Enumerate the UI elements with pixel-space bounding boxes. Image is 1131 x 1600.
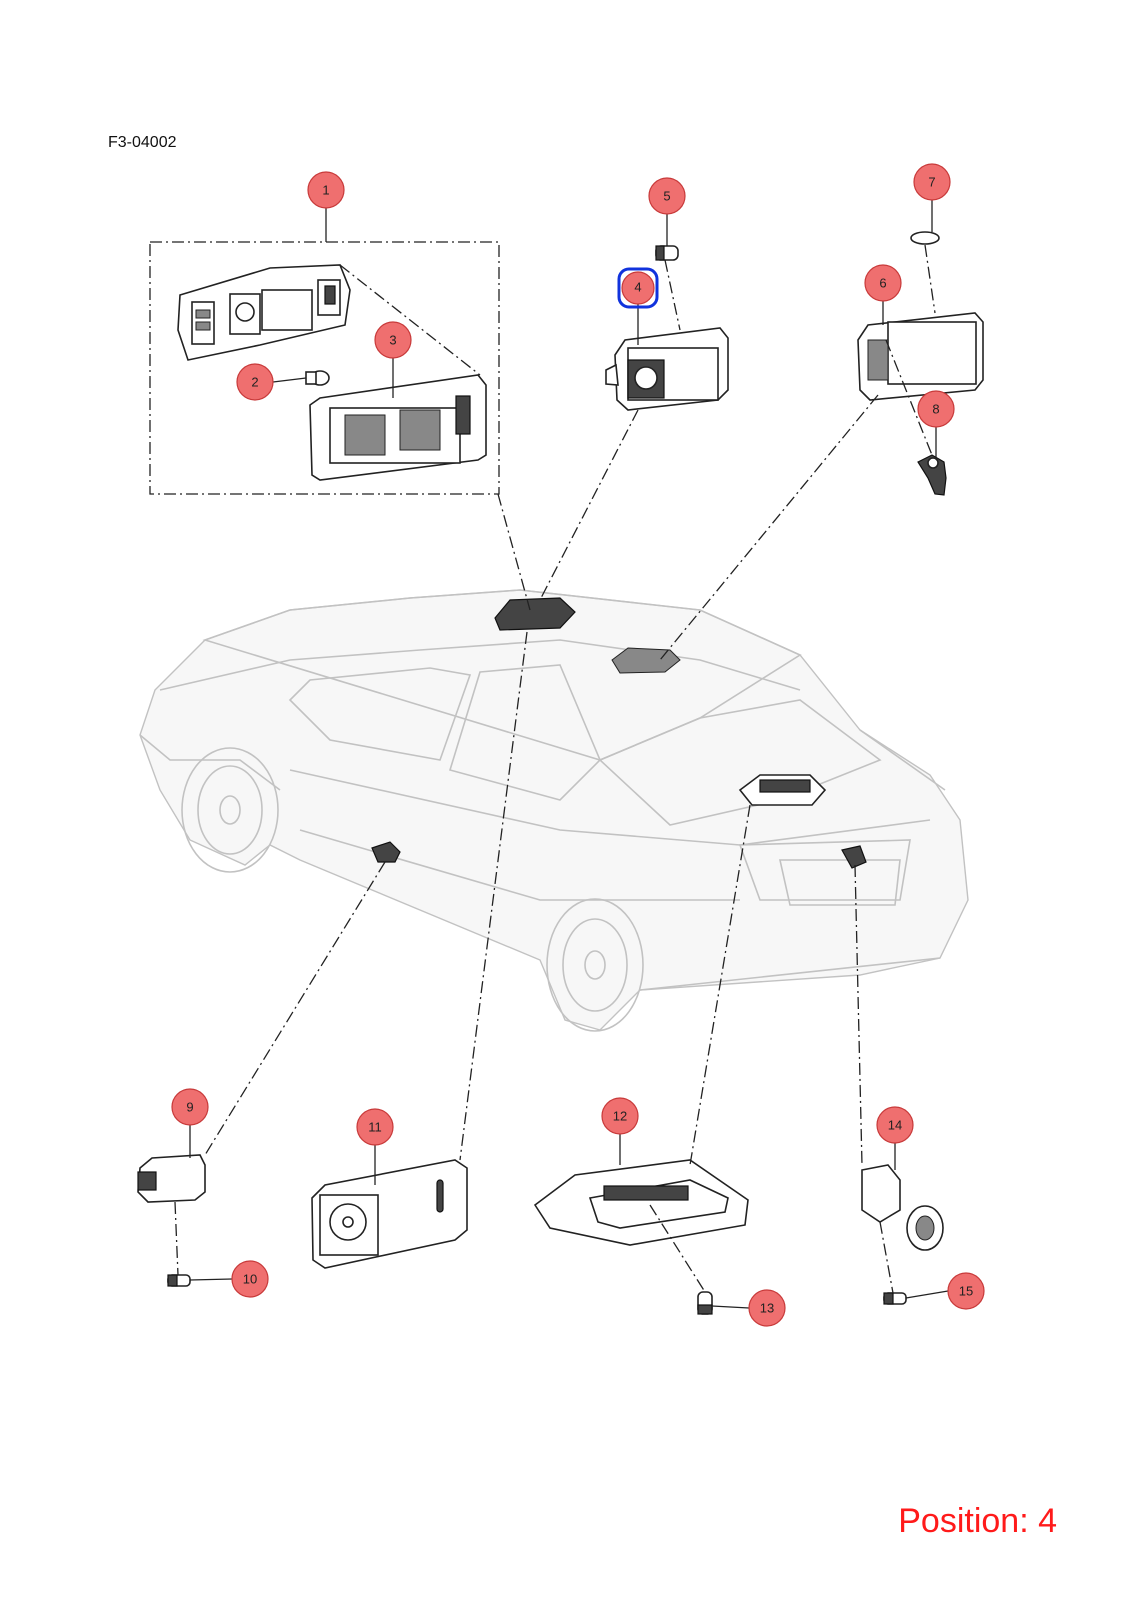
callout-11[interactable]: 11 (356, 1108, 394, 1146)
callout-14[interactable]: 14 (876, 1106, 914, 1144)
bulb-part-10[interactable] (167, 1274, 191, 1287)
switch-part-8[interactable] (917, 454, 947, 496)
reading-light-part-11[interactable] (311, 1159, 468, 1269)
callout-6[interactable]: 6 (864, 264, 902, 302)
callout-7[interactable]: 7 (913, 163, 951, 201)
lens-panel-part-3[interactable] (309, 374, 487, 481)
console-housing-part[interactable] (177, 264, 351, 361)
callout-2[interactable]: 2 (236, 363, 274, 401)
bulb-part-7[interactable] (910, 231, 940, 245)
callout-5[interactable]: 5 (648, 177, 686, 215)
bulb-part-2[interactable] (305, 370, 330, 386)
courtesy-lamp-part-9[interactable] (137, 1154, 206, 1203)
group-box-1 (149, 241, 500, 495)
position-label: Position: 4 (898, 1502, 1057, 1540)
callout-8[interactable]: 8 (917, 390, 955, 428)
connector-lines (174, 244, 936, 1294)
document-code: F3-04002 (108, 134, 177, 151)
plate-lamp-part-14[interactable] (861, 1164, 944, 1251)
selection-highlight (617, 267, 659, 309)
bulb-part-15[interactable] (883, 1292, 907, 1305)
car-illustration (139, 589, 969, 1032)
callout-15[interactable]: 15 (947, 1272, 985, 1310)
dome-lamp-part-6[interactable] (857, 312, 984, 401)
callout-12[interactable]: 12 (601, 1097, 639, 1135)
callout-leaders (189, 200, 949, 1309)
callout-13[interactable]: 13 (748, 1289, 786, 1327)
callout-3[interactable]: 3 (374, 321, 412, 359)
callout-10[interactable]: 10 (231, 1260, 269, 1298)
map-light-part-4[interactable] (605, 327, 729, 411)
callout-1[interactable]: 1 (307, 171, 345, 209)
stop-lamp-part-12[interactable] (533, 1159, 749, 1246)
callout-9[interactable]: 9 (171, 1088, 209, 1126)
callout-4[interactable]: 4 (617, 267, 659, 309)
bulb-part-5[interactable] (655, 245, 679, 261)
bulb-part-13[interactable] (697, 1291, 713, 1315)
